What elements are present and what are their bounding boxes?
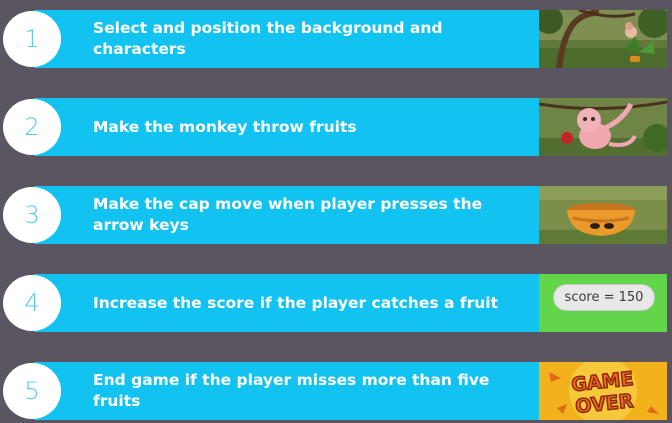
step-label: End game if the player misses more than … <box>93 371 490 410</box>
basket-cap-image <box>539 186 667 244</box>
step-label: Select and position the background and c… <box>93 19 443 58</box>
score-pill: score = 150 <box>553 284 655 311</box>
step-label: Make the monkey throw fruits <box>93 117 357 136</box>
step-number: 4 <box>24 289 40 317</box>
step-label: Increase the score if the player catches… <box>93 293 498 312</box>
step-row-2: 2 Make the monkey throw fruits <box>0 98 672 156</box>
step-bar <box>34 362 539 420</box>
step-number-circle: 3 <box>3 187 61 243</box>
step-bar <box>34 186 539 244</box>
step-label: Make the cap move when player presses th… <box>93 195 483 234</box>
jungle-scene-image <box>539 10 667 68</box>
step-row-5: 5 End game if the player misses more tha… <box>0 362 672 420</box>
step-bar <box>34 98 539 156</box>
step-bar <box>34 10 539 68</box>
step-number-circle: 1 <box>3 11 61 67</box>
game-over-image: GAME OVER <box>539 362 667 420</box>
step-row-3: 3 Make the cap move when player presses … <box>0 186 672 244</box>
step-number-circle: 2 <box>3 99 61 155</box>
monkey-throwing-image <box>539 98 667 156</box>
step-row-1: 1 Select and position the background and… <box>0 10 672 68</box>
step-number: 5 <box>24 377 40 405</box>
step-number-circle: 4 <box>3 275 61 331</box>
step-number: 3 <box>24 201 40 229</box>
step-number: 2 <box>24 113 40 141</box>
step-number-circle: 5 <box>3 363 61 419</box>
score-display: score = 150 <box>539 274 667 332</box>
step-bar <box>34 274 539 332</box>
step-number: 1 <box>24 25 40 53</box>
step-row-4: 4 Increase the score if the player catch… <box>0 274 672 332</box>
